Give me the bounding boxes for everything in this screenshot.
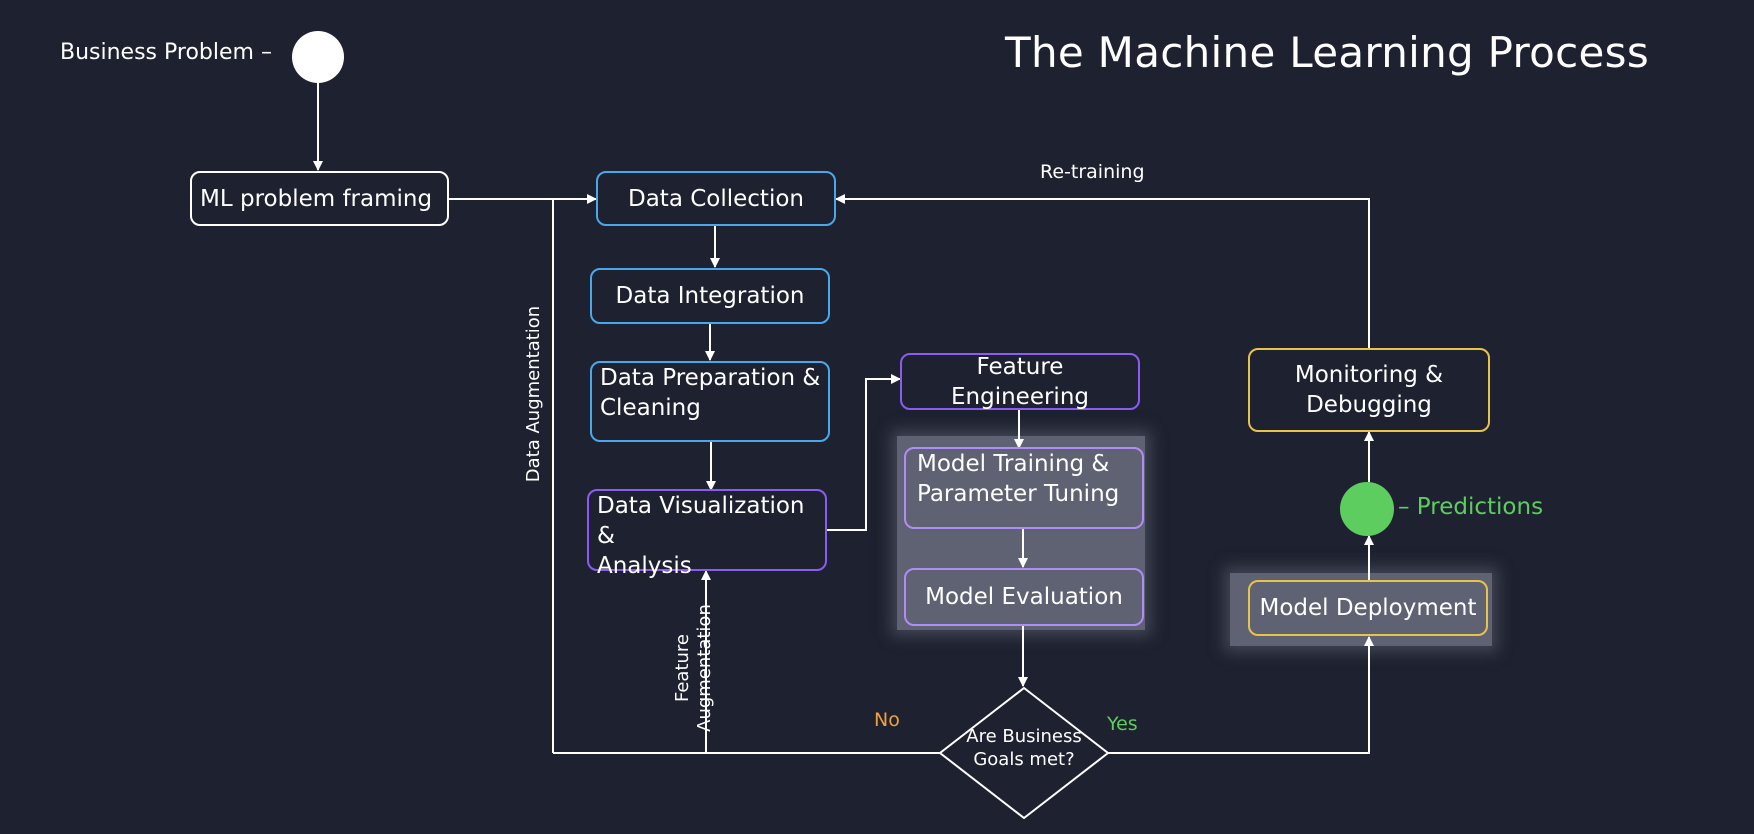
node-data-preparation: Data Preparation & Cleaning [590,361,830,442]
node-feature-engineering: Feature Engineering [900,353,1140,410]
arrow-yes-to-deployment [1108,636,1374,754]
predictions-circle [1340,482,1394,536]
node-model-training: Model Training & Parameter Tuning [904,447,1144,529]
decision-line1: Are Business [966,726,1082,747]
node-data-collection: Data Collection [596,171,836,226]
node-model-deployment-label: Model Deployment [1259,595,1477,621]
node-data-collection-label: Data Collection [628,185,804,212]
node-model-deployment: Model Deployment [1248,580,1488,636]
retraining-label: Re-training [1040,161,1145,183]
feature-augmentation-label: Feature Augmentation [672,603,716,733]
node-ml-problem-framing: ML problem framing [190,171,449,226]
decision-diamond [938,686,1110,820]
node-feature-engineering-label: Feature Engineering [951,353,1089,410]
arrow-retraining [835,194,1370,348]
node-data-visualization-line1: Data Visualization & [597,493,805,549]
node-model-training-line2: Parameter Tuning [917,481,1120,507]
node-ml-problem-framing-label: ML problem framing [200,185,433,212]
node-data-visualization-line2: Analysis [597,553,692,579]
yes-label: Yes [1107,713,1138,735]
node-data-integration-label: Data Integration [615,283,805,309]
business-problem-label: Business Problem – [60,40,272,65]
node-model-evaluation: Model Evaluation [904,568,1144,626]
node-monitoring-line1: Monitoring & [1294,362,1444,388]
decision-line2: Goals met? [973,749,1075,770]
node-monitoring-debugging: Monitoring & Debugging [1248,348,1490,432]
node-data-preparation-line1: Data Preparation & [600,365,821,391]
page-title: The Machine Learning Process [1005,28,1650,77]
node-data-preparation-line2: Cleaning [600,395,701,421]
feature-augmentation-line1: Feature [672,633,693,703]
predictions-label: – Predictions [1398,494,1544,520]
data-augmentation-label: Data Augmentation [523,305,544,483]
no-label: No [874,709,900,731]
node-data-visualization: Data Visualization & Analysis [587,489,827,579]
node-model-training-line1: Model Training & [917,451,1110,477]
decision-text: Are Business Goals met? [954,725,1094,771]
arrow-vis-to-feature [827,374,901,531]
node-data-integration: Data Integration [590,268,830,324]
node-monitoring-line2: Debugging [1306,392,1432,418]
node-model-evaluation-label: Model Evaluation [925,584,1123,610]
start-circle [292,31,344,83]
feature-augmentation-line2: Augmentation [694,604,715,732]
